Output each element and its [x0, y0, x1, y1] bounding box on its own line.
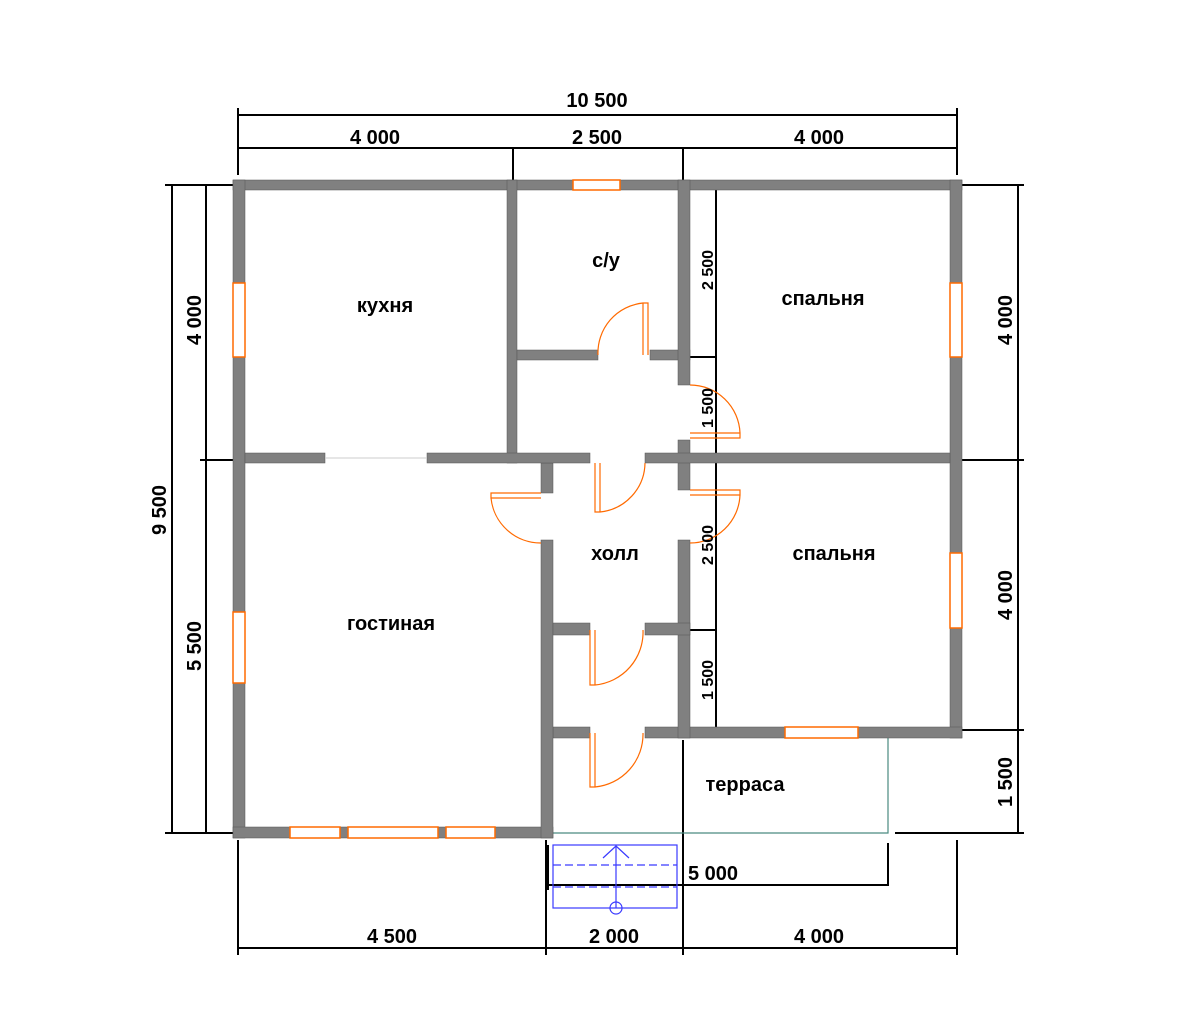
dimension-lines [165, 108, 1024, 955]
dim-left-1: 4 000 [184, 295, 206, 345]
room-bedroom-1: спальня [781, 288, 864, 310]
dim-top-3: 4 000 [794, 127, 844, 149]
room-bedroom-2: спальня [792, 543, 875, 565]
dim-bottom-3: 4 000 [794, 926, 844, 948]
dim-right-3: 1 500 [995, 757, 1017, 807]
windows [232, 179, 963, 839]
dim-left-total: 9 500 [149, 485, 171, 535]
stairs [552, 844, 678, 915]
window-right-bedroom1 [949, 282, 963, 358]
dim-top-total: 10 500 [566, 90, 627, 112]
room-bathroom: с/у [592, 250, 621, 272]
door-bathroom [597, 302, 649, 356]
door-hall-lower [589, 629, 644, 686]
dim-right-2: 4 000 [995, 570, 1017, 620]
dim-right-1: 4 000 [995, 295, 1017, 345]
dim-top-1: 4 000 [350, 127, 400, 149]
door-hall-upper [594, 462, 646, 513]
terrace-outline [553, 738, 889, 834]
window-bottom-3 [445, 826, 496, 839]
dim-bottom-2: 2 000 [589, 926, 639, 948]
dim-middle-2: 1 500 [700, 388, 717, 428]
doors [490, 302, 741, 788]
door-living [490, 492, 542, 544]
door-terrace [589, 732, 644, 788]
door-bedroom2 [689, 489, 741, 544]
room-hall: холл [591, 543, 639, 565]
window-terrace [784, 726, 859, 739]
room-terrace: терраса [706, 774, 786, 796]
door-bedroom1 [689, 384, 741, 439]
window-left-living [232, 611, 246, 684]
walls [232, 179, 963, 839]
room-living: гостиная [347, 613, 435, 635]
window-bottom-1 [289, 826, 341, 839]
dim-terrace-width: 5 000 [688, 863, 738, 885]
dim-top-2: 2 500 [572, 127, 622, 149]
dim-bottom-1: 4 500 [367, 926, 417, 948]
dim-left-2: 5 500 [184, 621, 206, 671]
dim-middle-1: 2 500 [700, 250, 717, 290]
window-top [572, 179, 621, 191]
window-right-bedroom2 [949, 552, 963, 629]
window-left-kitchen [232, 282, 246, 358]
room-kitchen: кухня [357, 295, 413, 317]
dim-middle-4: 1 500 [700, 660, 717, 700]
dim-middle-3: 2 500 [700, 525, 717, 565]
window-bottom-2 [347, 826, 439, 839]
